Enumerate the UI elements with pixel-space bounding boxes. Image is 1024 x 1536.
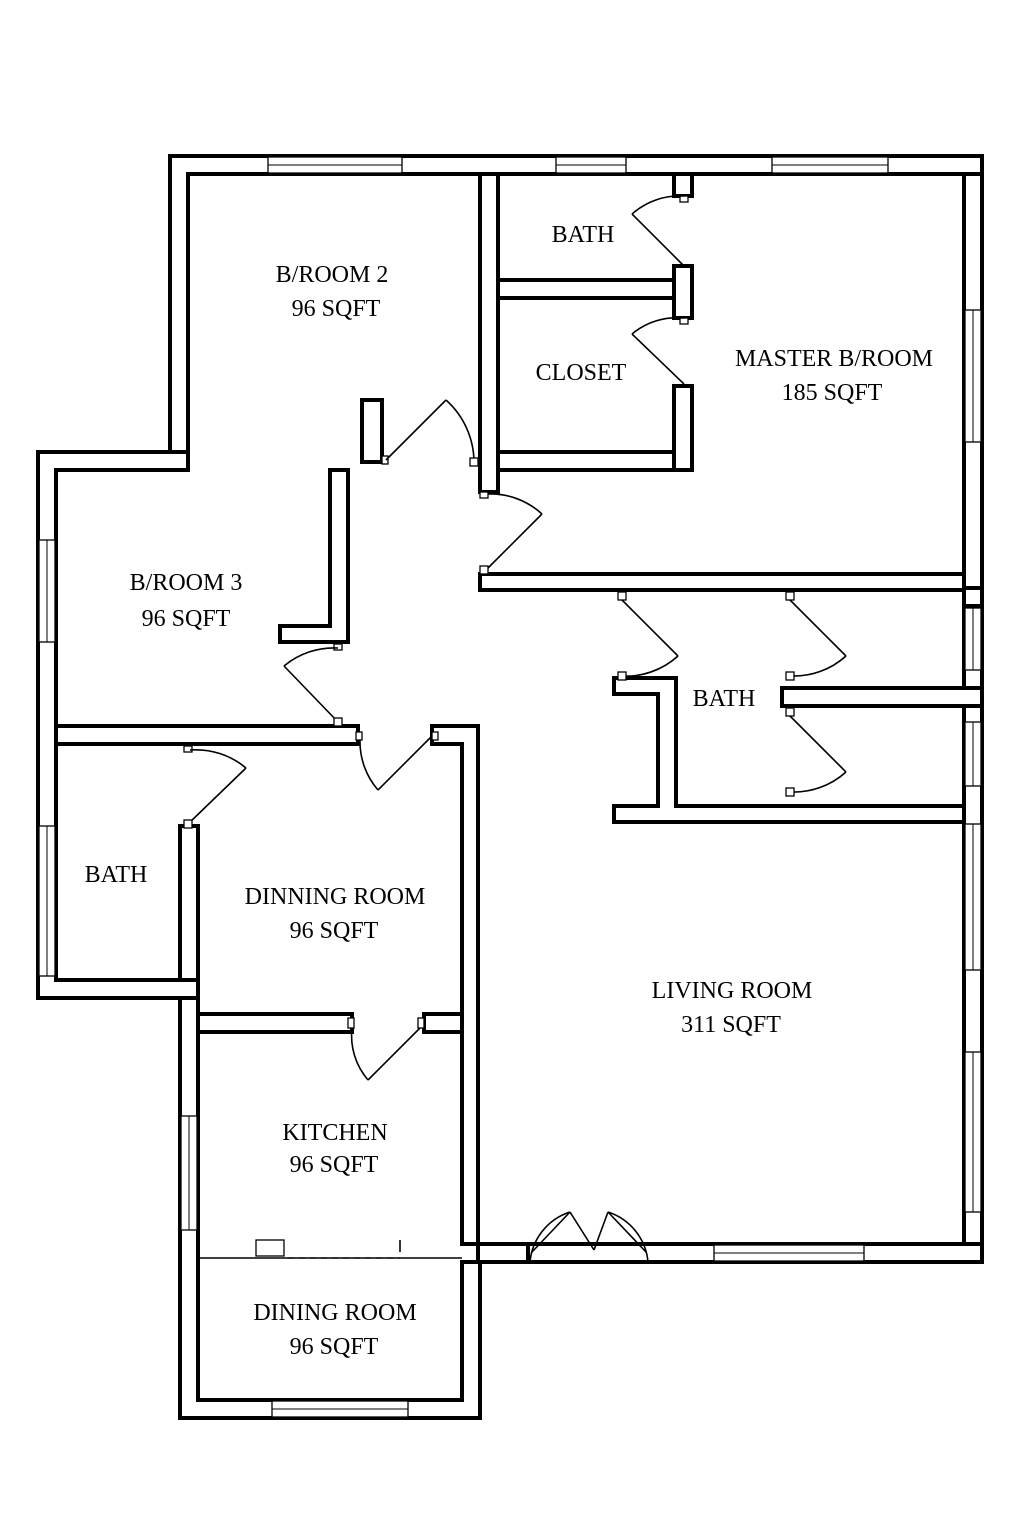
room-label-bedroom3: B/ROOM 3	[130, 570, 243, 596]
windows	[38, 156, 982, 1418]
room-label-bath-top: BATH	[552, 222, 615, 248]
wall-bedroom3-stub	[278, 468, 350, 644]
doors	[183, 195, 847, 1263]
wall-bedroom3-right	[360, 398, 384, 464]
room-area-kitchen: 96 SQFT	[290, 1152, 379, 1178]
room-area-dinning: 96 SQFT	[290, 918, 379, 944]
wall-bedroom2-right	[478, 172, 500, 494]
room-label-dinning: DINNING ROOM	[245, 884, 426, 910]
wall-dinning-kitchen-right	[422, 1012, 464, 1034]
wall-bottom-left	[178, 978, 482, 1420]
wall-living-bottom-left	[476, 1242, 530, 1264]
wall-midbath-stub	[962, 586, 984, 608]
room-area-master: 185 SQFT	[782, 380, 883, 406]
room-label-kitchen: KITCHEN	[282, 1120, 387, 1146]
room-label-bath-mid: BATH	[693, 686, 756, 712]
wall-master-bottom	[478, 572, 966, 592]
wall-closet-bottom	[496, 450, 694, 472]
wall-bath-right-upper	[672, 172, 694, 198]
wall-closet-right	[672, 384, 694, 472]
wall-midbath-left	[612, 676, 966, 824]
room-area-bedroom2: 96 SQFT	[292, 296, 381, 322]
room-labels: B/ROOM 2 96 SQFT BATH CLOSET MASTER B/RO…	[85, 222, 933, 1360]
room-label-master: MASTER B/ROOM	[735, 346, 933, 372]
wall-dinning-right	[430, 724, 480, 1246]
room-area-dining-bottom: 96 SQFT	[290, 1334, 379, 1360]
wall-dinning-kitchen	[196, 1012, 354, 1034]
wall-midbath-divider	[780, 686, 984, 708]
room-label-bedroom2: B/ROOM 2	[276, 262, 389, 288]
room-label-living: LIVING ROOM	[652, 978, 813, 1004]
wall-leftbath-right	[178, 824, 200, 982]
room-area-bedroom3: 96 SQFT	[142, 606, 231, 632]
room-label-closet: CLOSET	[536, 360, 627, 386]
room-label-dining-bottom: DINING ROOM	[253, 1300, 416, 1326]
wall-bedroom3-bottom	[54, 724, 360, 746]
room-area-living: 311 SQFT	[681, 1012, 781, 1038]
room-label-bath-left: BATH	[85, 862, 148, 888]
wall-bath-closet	[496, 278, 692, 300]
wall-bath-right-mid	[672, 264, 694, 320]
